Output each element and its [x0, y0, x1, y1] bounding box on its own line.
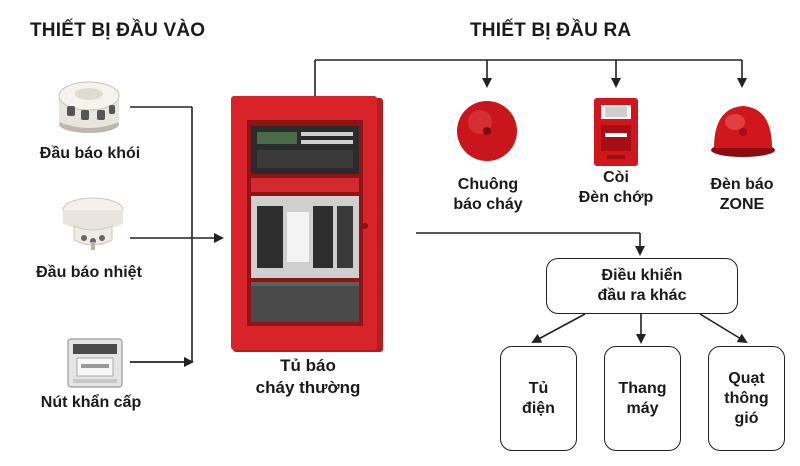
- manual-call-point-icon: [67, 338, 123, 388]
- output-label-bell: Chuông báo cháy: [428, 175, 548, 215]
- panel-label: Tủ báo cháy thường: [238, 355, 378, 399]
- input-label-smoke: Đầu báo khói: [39, 145, 141, 162]
- output-label-horn-line1: Còi: [603, 169, 629, 186]
- sub3-line1: Quạt: [728, 369, 765, 387]
- electrical-cabinet-box: Tủ điện: [500, 346, 577, 451]
- output-label-beacon: Đèn báo ZONE: [682, 175, 800, 215]
- control-other-outputs-box: Điều khiển đầu ra khác: [546, 258, 738, 314]
- control-line2: đầu ra khác: [597, 287, 687, 304]
- output-label-horn-line2: Đèn chớp: [578, 189, 654, 206]
- sub1-line1: Tủ: [528, 379, 549, 397]
- fire-alarm-panel-icon: [229, 96, 387, 354]
- input-label-button: Nút khẩn cấp: [40, 394, 142, 411]
- ventilation-fan-box: Quạt thông gió: [708, 346, 785, 451]
- inputs-heading: THIẾT BỊ ĐẦU VÀO: [30, 20, 206, 41]
- input-label-heat: Đầu báo nhiệt: [36, 264, 142, 281]
- outputs-heading: THIẾT BỊ ĐẦU RA: [470, 20, 632, 41]
- output-label-beacon-line2: ZONE: [719, 196, 765, 213]
- sub2-line1: Thang: [618, 379, 667, 397]
- panel-label-line1: Tủ báo: [280, 356, 336, 375]
- sub1-line2: điện: [522, 399, 555, 417]
- output-label-horn: Còi Đèn chớp: [556, 168, 676, 208]
- output-label-bell-line1: Chuông: [457, 176, 519, 193]
- heat-detector-icon: [58, 194, 128, 256]
- arrow-to-sub-1: [531, 313, 586, 343]
- sub2-line2: máy: [626, 399, 659, 417]
- elevator-box: Thang máy: [604, 346, 681, 451]
- arrow-to-sub-3: [699, 313, 748, 344]
- panel-label-line2: cháy thường: [255, 378, 361, 397]
- control-line1: Điều khiển: [601, 267, 683, 284]
- zone-beacon-icon: [710, 102, 776, 158]
- output-label-beacon-line1: Đèn báo: [710, 176, 774, 193]
- sub3-line2: thông: [724, 389, 769, 407]
- sub3-line3: gió: [734, 409, 759, 427]
- horn-strobe-icon: [593, 97, 639, 167]
- fire-bell-icon: [456, 100, 518, 162]
- output-label-bell-line2: báo cháy: [453, 196, 523, 213]
- smoke-detector-icon: [53, 72, 125, 138]
